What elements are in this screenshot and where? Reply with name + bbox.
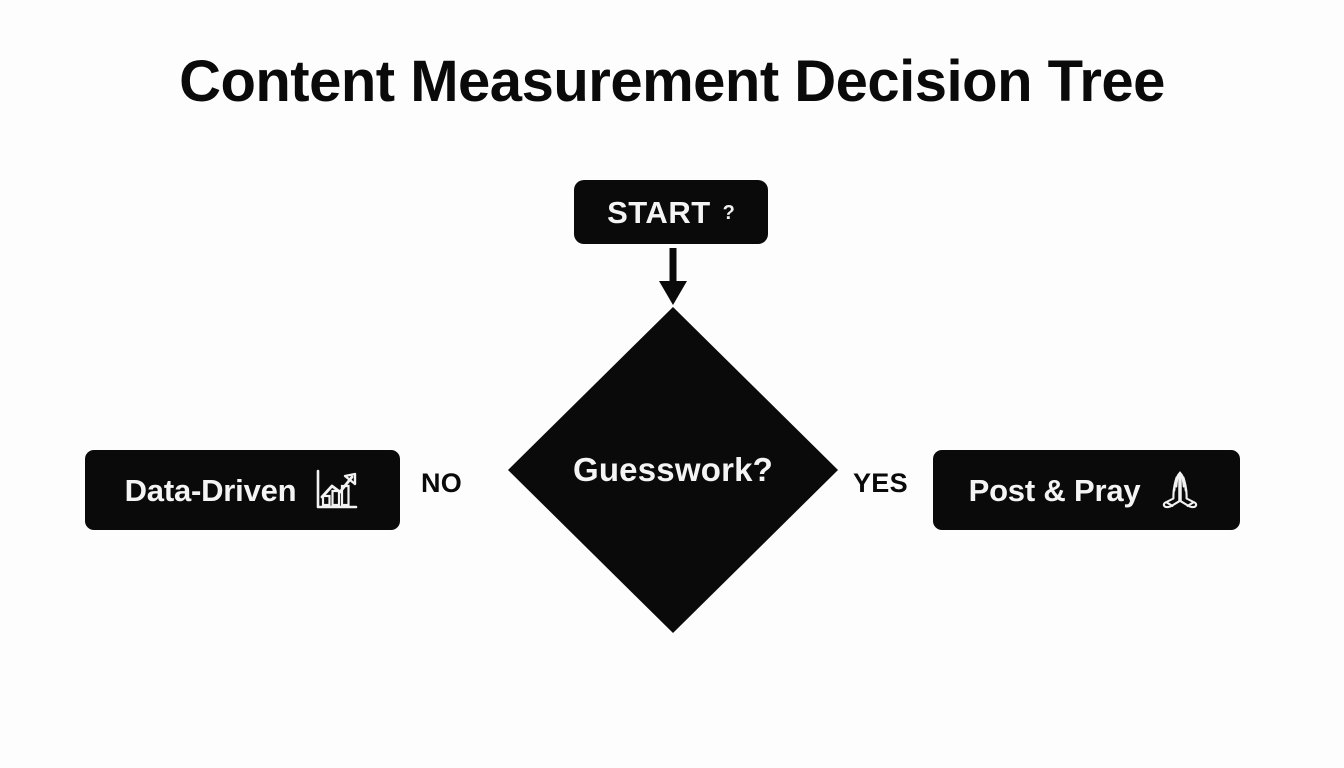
outcome-label-data-driven: Data-Driven	[124, 472, 297, 508]
diamond-shape	[508, 307, 838, 633]
start-node[interactable]: START ?	[574, 180, 768, 244]
chart-increasing-icon	[312, 467, 360, 513]
branch-label-no: NO	[421, 468, 463, 498]
branch-label-yes: YES	[853, 468, 908, 498]
page-title: Content Measurement Decision Tree	[179, 49, 1165, 114]
praying-hands-icon	[1156, 467, 1204, 513]
decision-node[interactable]: Guesswork?	[508, 307, 838, 633]
question-mark-icon: ?	[722, 202, 735, 224]
outcome-node-post-and-pray[interactable]: Post & Pray	[933, 450, 1240, 530]
arrow-down-icon	[655, 248, 691, 306]
start-node-label: START	[607, 194, 711, 230]
outcome-label-post-and-pray: Post & Pray	[968, 472, 1141, 508]
outcome-node-data-driven[interactable]: Data-Driven	[85, 450, 400, 530]
